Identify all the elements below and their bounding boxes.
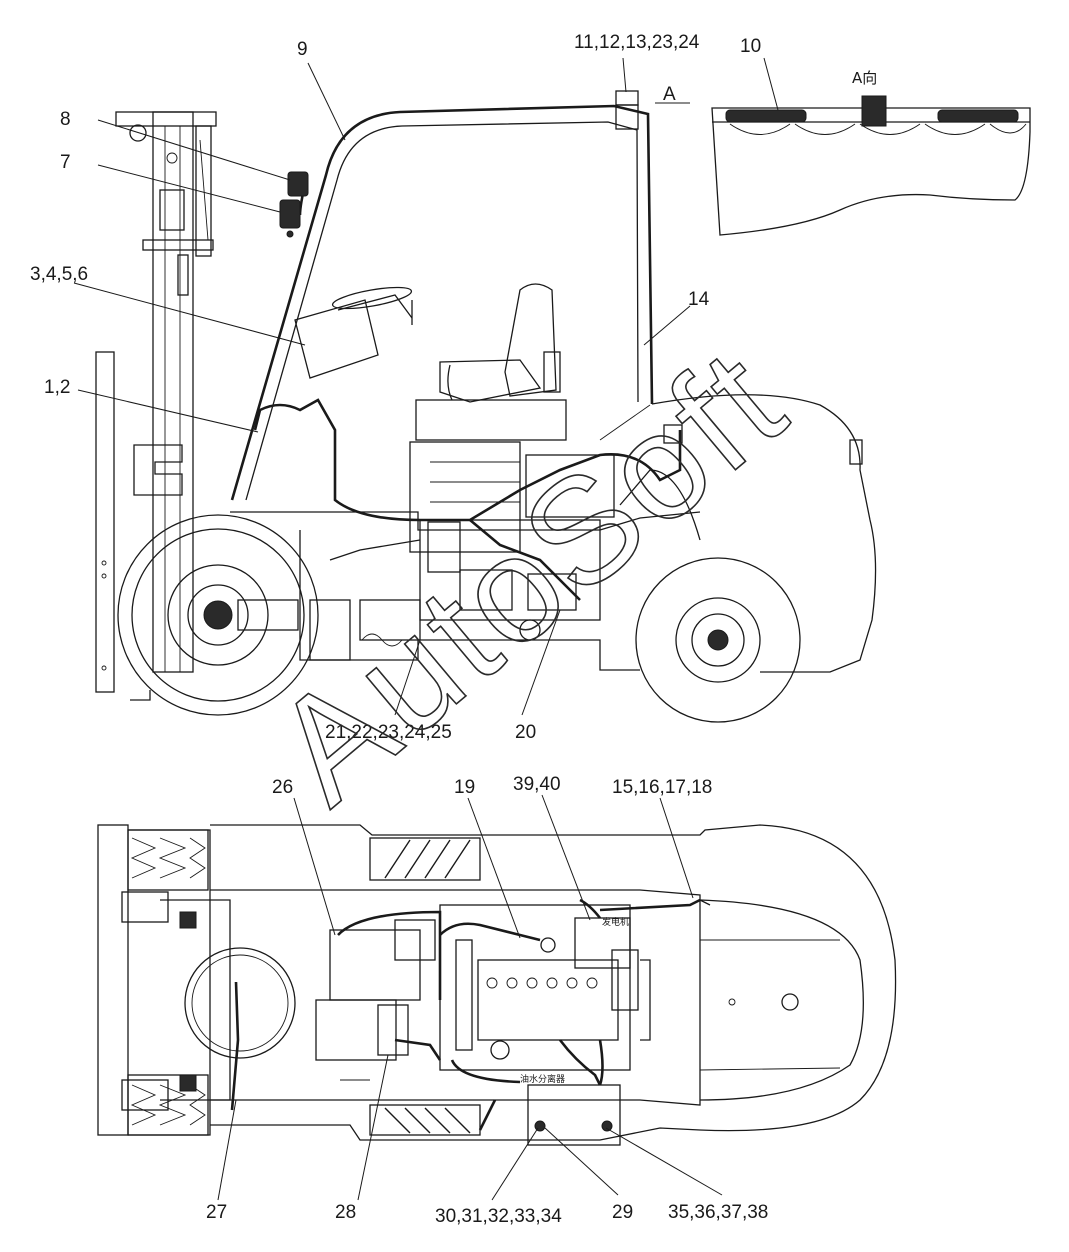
- label-7: 7: [60, 152, 71, 173]
- label-21-22-23-24-25: 21,22,23,24,25: [325, 722, 452, 743]
- rear-wheel: [635, 557, 801, 723]
- label-8: 8: [60, 109, 71, 130]
- transmission-top: [315, 910, 442, 1081]
- label-28: 28: [335, 1202, 356, 1223]
- engine-top: [439, 904, 639, 1071]
- label-14: 14: [688, 289, 710, 310]
- wiring-harness-top: [439, 898, 711, 1131]
- step-plates: [369, 837, 481, 1136]
- side-leaders: [73, 57, 691, 716]
- side-view: 11,12,13,23,24 9 8 7 3,4,5,6 1,2 14 21,2…: [30, 32, 877, 743]
- label-20: 20: [515, 722, 536, 743]
- overhead-guard: [230, 90, 654, 501]
- label-39-40: 39,40: [513, 774, 561, 795]
- lamps: [279, 171, 309, 238]
- label-26: 26: [272, 777, 293, 798]
- battery-top: [527, 1084, 621, 1146]
- top-leaders: [217, 794, 723, 1201]
- seat: [415, 283, 567, 441]
- label-10: 10: [740, 36, 761, 57]
- fork-carriage: [95, 351, 183, 693]
- front-wheel: [117, 514, 351, 716]
- steering: [294, 286, 413, 379]
- label-section-a: A: [663, 84, 676, 105]
- view-a-inset: 10 A向: [711, 36, 1031, 236]
- label-19: 19: [454, 777, 475, 798]
- water-separator-tag: 油水分离器: [520, 1073, 565, 1085]
- counterweight: [599, 394, 877, 673]
- top-view: 发电机 油水分离器 26 19 39,40 15,16,17,18 27 28 …: [97, 774, 897, 1227]
- front-tyres-top: [127, 829, 209, 1136]
- label-35-36-37-38: 35,36,37,38: [668, 1202, 768, 1223]
- generator-tag: 发电机: [602, 916, 629, 928]
- label-1-2: 1,2: [44, 377, 70, 398]
- label-15-16-17-18: 15,16,17,18: [612, 777, 712, 798]
- label-29: 29: [612, 1202, 633, 1223]
- label-11-12-13-23-24: 11,12,13,23,24: [574, 32, 700, 53]
- label-9: 9: [297, 39, 308, 60]
- label-30-31-32-33-34: 30,31,32,33,34: [435, 1206, 562, 1227]
- label-3-4-5-6: 3,4,5,6: [30, 264, 88, 285]
- drive-axle-top: [121, 891, 296, 1111]
- mast: [115, 111, 217, 673]
- label-27: 27: [206, 1202, 227, 1223]
- view-a-title: A向: [852, 69, 877, 87]
- chassis: [230, 511, 701, 671]
